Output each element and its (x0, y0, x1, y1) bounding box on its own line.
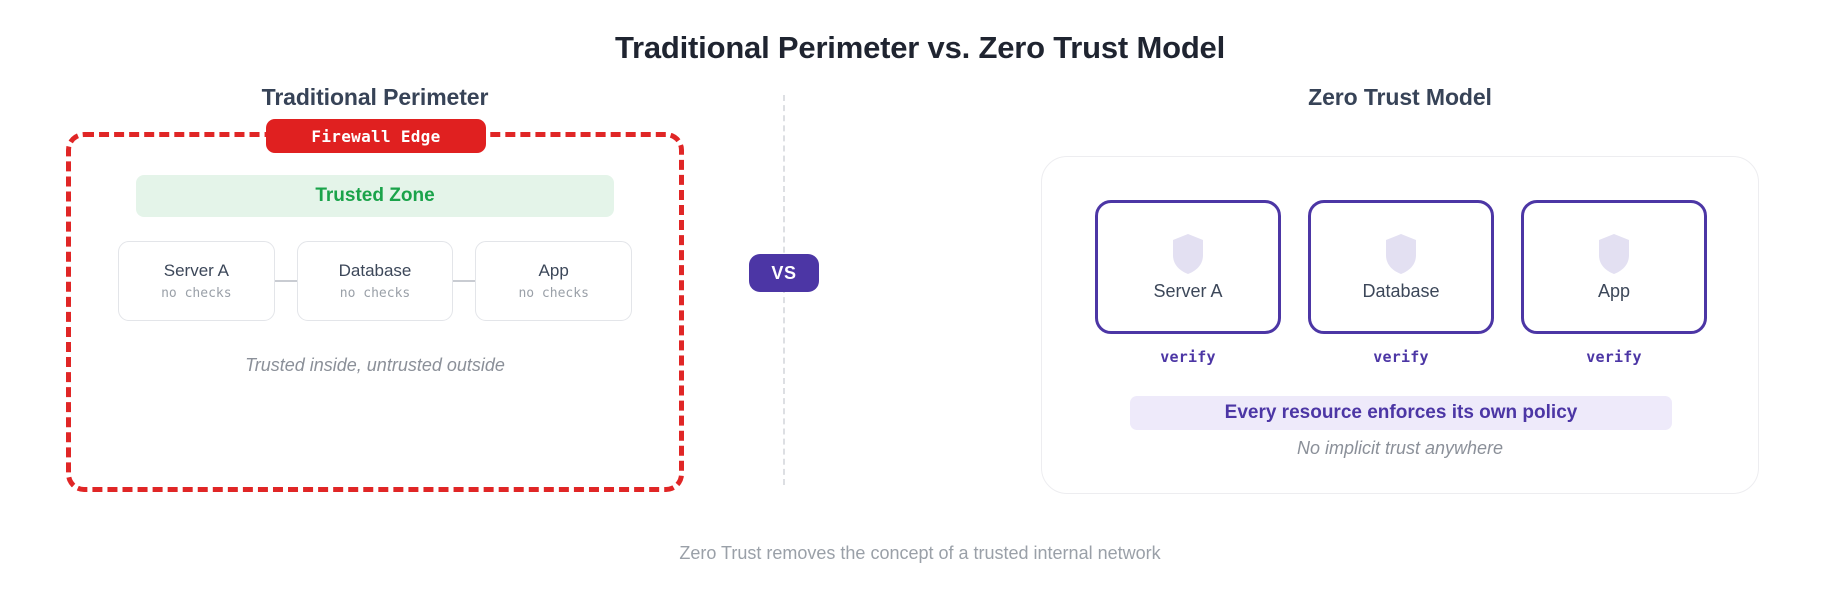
verify-label: verify (1586, 348, 1642, 366)
node-label: App (538, 261, 569, 280)
shield-icon (1172, 233, 1204, 275)
traditional-node-row: Server A no checks Database no checks Ap… (118, 241, 633, 321)
zero-trust-node-group-server-a: Server A verify (1095, 200, 1281, 366)
policy-banner-label: Every resource enforces its own policy (1224, 402, 1578, 423)
shield-icon (1598, 233, 1630, 275)
zero-trust-node-group-database: Database verify (1308, 200, 1494, 366)
page-title: Traditional Perimeter vs. Zero Trust Mod… (614, 30, 1226, 65)
footer-note: Zero Trust removes the concept of a trus… (679, 543, 1161, 563)
vs-label: VS (771, 262, 797, 283)
legacy-node-database[interactable]: Database no checks (296, 241, 454, 321)
policy-banner: Every resource enforces its own policy (1130, 396, 1672, 430)
legacy-node-app[interactable]: App no checks (475, 241, 633, 321)
trusted-zone-banner: Trusted Zone (136, 175, 614, 217)
zero-trust-node-app[interactable]: App (1521, 200, 1707, 334)
node-label: Server A (163, 261, 229, 280)
zero-trust-node-row: Server A verify Database verify App veri… (1095, 200, 1707, 366)
traditional-perimeter-heading: Traditional Perimeter (261, 84, 489, 110)
node-status: no checks (518, 286, 589, 301)
firewall-edge-badge: Firewall Edge (266, 119, 486, 153)
node-connector-line (453, 280, 476, 282)
zero-trust-caption: No implicit trust anywhere (1296, 438, 1504, 458)
node-label: Server A (1153, 280, 1223, 301)
verify-label: verify (1373, 348, 1429, 366)
node-connector-line (274, 280, 297, 282)
firewall-edge-label: Firewall Edge (311, 126, 441, 146)
node-status: no checks (339, 286, 411, 301)
zero-trust-node-server-a[interactable]: Server A (1095, 200, 1281, 334)
trusted-zone-label: Trusted Zone (315, 185, 435, 206)
node-label: App (1597, 280, 1631, 301)
zero-trust-heading: Zero Trust Model (1308, 84, 1492, 110)
node-label: Database (1362, 280, 1440, 301)
node-status: no checks (161, 286, 232, 301)
shield-icon (1385, 233, 1417, 275)
zero-trust-node-database[interactable]: Database (1308, 200, 1494, 334)
legacy-node-server-a[interactable]: Server A no checks (118, 241, 275, 321)
node-label: Database (338, 261, 412, 280)
verify-label: verify (1160, 348, 1216, 366)
zero-trust-node-group-app: App verify (1521, 200, 1707, 366)
vs-badge: VS (749, 254, 819, 292)
perimeter-caption: Trusted inside, untrusted outside (245, 355, 505, 375)
